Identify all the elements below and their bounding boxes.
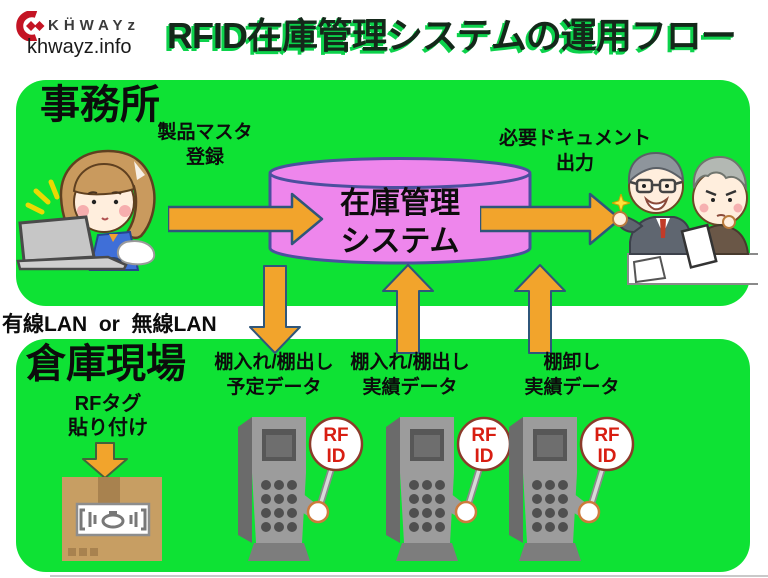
arrow-register-to-db xyxy=(168,192,324,246)
manager2-hair xyxy=(692,155,748,192)
arrow-tag-to-box xyxy=(82,442,128,479)
office-worker-illustration xyxy=(16,149,156,271)
brand-name: KḦWAYz xyxy=(48,17,140,34)
warehouse-section-title: 倉庫現場 xyxy=(26,342,186,386)
svg-text:RF: RF xyxy=(323,425,348,446)
database-name-line2: システム xyxy=(340,225,460,258)
arrow-db-to-managers xyxy=(480,192,622,246)
handheld-terminal-2: RF ID xyxy=(386,416,512,561)
laptop-base xyxy=(16,255,128,271)
hand xyxy=(577,500,601,524)
rfid-antenna-icon xyxy=(79,508,147,531)
database-name-line1: 在庫管理 xyxy=(340,187,460,220)
rf-tag-label: RFタグ 貼り付け xyxy=(68,393,148,439)
terminal-keypad xyxy=(409,480,445,532)
handheld-terminal-3: RF ID xyxy=(509,416,635,561)
page-title: RFID在庫管理システムの運用フロー xyxy=(167,15,737,56)
office-section-title: 事務所 xyxy=(40,83,160,127)
actual-data-label: 棚入れ/棚出し 実績データ xyxy=(350,352,470,398)
managers-illustration xyxy=(612,151,758,285)
site-url: khwayz.info xyxy=(27,36,132,58)
terminal-keypad xyxy=(261,480,297,532)
database-cylinder xyxy=(268,157,532,265)
khwayz-logo-icon xyxy=(16,11,45,41)
emphasis-lines-icon xyxy=(25,179,60,215)
rfid-sign xyxy=(579,416,635,472)
planned-data-label: 棚入れ/棚出し 予定データ xyxy=(214,352,334,398)
svg-text:ID: ID xyxy=(475,446,494,467)
svg-text:ID: ID xyxy=(327,446,346,467)
svg-text:RF: RF xyxy=(594,425,619,446)
arrow-results-to-db-2 xyxy=(514,264,566,354)
slide-bottom-edge xyxy=(50,575,768,577)
rfid-sign xyxy=(308,416,364,472)
arrow-db-to-warehouse xyxy=(249,265,301,354)
woman-arm xyxy=(116,240,156,266)
paper xyxy=(632,255,667,284)
manager1-hand xyxy=(612,211,628,227)
lan-type-label: 有線LAN or 無線LAN xyxy=(2,313,217,336)
cardboard-box-illustration xyxy=(62,477,162,561)
rfid-tag-label xyxy=(75,502,151,537)
manager2-hand xyxy=(722,215,736,229)
terminal-keypad xyxy=(532,480,568,532)
documents-output-label: 必要ドキュメント 出力 xyxy=(498,128,651,174)
laptop-screen xyxy=(18,215,96,263)
stocktake-data-label: 棚卸し 実績データ xyxy=(524,352,620,398)
hand xyxy=(454,500,478,524)
svg-text:RF: RF xyxy=(471,425,496,446)
svg-text:ID: ID xyxy=(598,446,617,467)
arrow-results-to-db-1 xyxy=(382,264,434,354)
product-master-label: 製品マスタ 登録 xyxy=(157,122,253,168)
hand xyxy=(306,500,330,524)
sparkle-icon xyxy=(612,194,630,212)
clipboard xyxy=(680,223,718,269)
manager1-hair xyxy=(627,151,685,185)
handheld-terminal-1: RF ID xyxy=(238,416,364,561)
glasses-icon xyxy=(629,178,683,194)
